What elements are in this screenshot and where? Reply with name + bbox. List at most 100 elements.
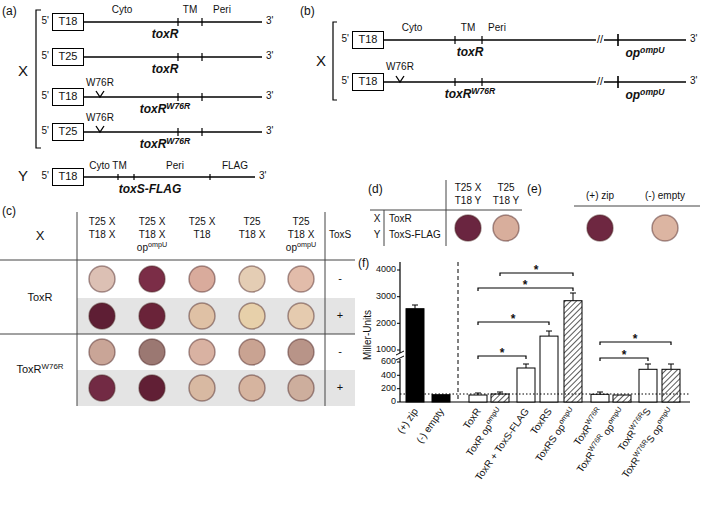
axis-tick: 200 [381,383,396,394]
label-text: * [622,348,627,362]
bar [564,301,582,402]
label-text: TM [461,22,475,33]
colony-spot [189,266,215,292]
colony-spot [652,215,678,241]
label-text: ompU [297,240,316,249]
label-text: ToxR [464,433,486,458]
tag-text: T18 [59,170,78,183]
panel-letter: (c) [2,204,16,218]
axis-tick: 0 [391,396,396,407]
end-label: 3' [259,170,266,182]
label-text: W76R [86,112,114,123]
label-text: (d) [368,182,383,196]
column-header: T25 [497,182,514,194]
domain-ticks [118,18,210,180]
row-label: ToxR [389,213,412,225]
column-header: T18 X [139,229,166,241]
panel-letter: (f) [358,256,369,270]
colony-spot [493,215,519,241]
table-rule [446,180,447,246]
significance-star: * [633,332,638,346]
group-letter: Y [18,167,28,185]
label-text: * [534,263,539,277]
mutation-mark [396,76,404,82]
label-text: T18 X [139,229,166,240]
label-text: ToxRS [533,433,559,463]
group-letter: X [316,52,326,70]
colony-spot [455,215,481,241]
label-text: - [338,345,342,357]
label-text: toxR [140,102,167,116]
label-text: T25 [497,182,514,193]
label-text: Cyto [112,4,133,15]
colony-spot [89,375,115,401]
label-text: op [286,242,297,253]
column-header: T25 X [89,216,116,228]
label-text: (+) zip [395,406,420,435]
label-text: ompU [640,87,664,97]
tag-box: T25 [52,123,84,141]
table-rule [77,212,78,406]
label-text: W76R [471,86,495,96]
tag-text: T25 [59,50,78,63]
bar [662,369,680,402]
label-text: TM [183,4,197,15]
label-text: ompU [148,240,167,249]
y-axis [399,262,400,402]
panel-letter: (e) [527,182,542,196]
colony-spot [139,339,165,365]
colony-spot [239,303,265,329]
label-text: 3' [266,125,273,136]
label-text: (-) empty [645,190,685,201]
colony-spot [189,303,215,329]
column-header: T18 Y [455,195,482,207]
gene-label: toxR [457,45,484,59]
label-text: Y [18,167,28,184]
label-text: (e) [527,182,542,196]
label-text: T18 X [288,229,315,240]
label-text: 3' [259,170,266,181]
colony-spot [89,303,115,329]
colony-spot [239,339,265,365]
panel-letter: (d) [368,182,383,196]
row-sign: + [337,381,343,394]
tag-text: T18 [59,15,78,28]
label-text: // [597,33,603,45]
label-text: 5' [342,75,349,86]
domain-label: Cyto [112,4,133,16]
label-text: T18 Y [455,195,482,206]
mutation-mark [96,91,104,132]
label-text: + [337,309,343,321]
label-text: toxR [152,62,179,76]
label-text: 5' [42,170,49,181]
label-text: T18 X [89,229,116,240]
label-text: op [625,88,640,102]
label-text: + [337,381,343,393]
label-text: toxR [457,45,484,59]
label-text: ompU [484,405,502,426]
column-header: T25 X [455,182,482,194]
colony-spot [89,266,115,292]
label-text: * [511,312,516,326]
column-header: ToxS [329,229,351,241]
gene-label: toxR [152,62,179,76]
tag-box: T18 [52,13,84,31]
group-bracket [333,22,337,100]
label-text: 3000 [376,291,396,301]
label-text: (f) [358,256,369,270]
label-text: ToxR [16,363,41,375]
domain-label: TM [183,4,197,16]
label-text: toxR [445,87,472,101]
end-label: 5' [42,125,49,137]
significance-star: * [500,346,505,360]
end-label: 3' [690,33,697,45]
gene-line [60,131,262,133]
domain-label: TM [461,22,475,34]
bars [406,301,680,402]
label-text: ompU [640,45,664,55]
column-header: opompU [137,242,167,254]
end-label: 5' [42,90,49,102]
gene-line [360,81,686,83]
